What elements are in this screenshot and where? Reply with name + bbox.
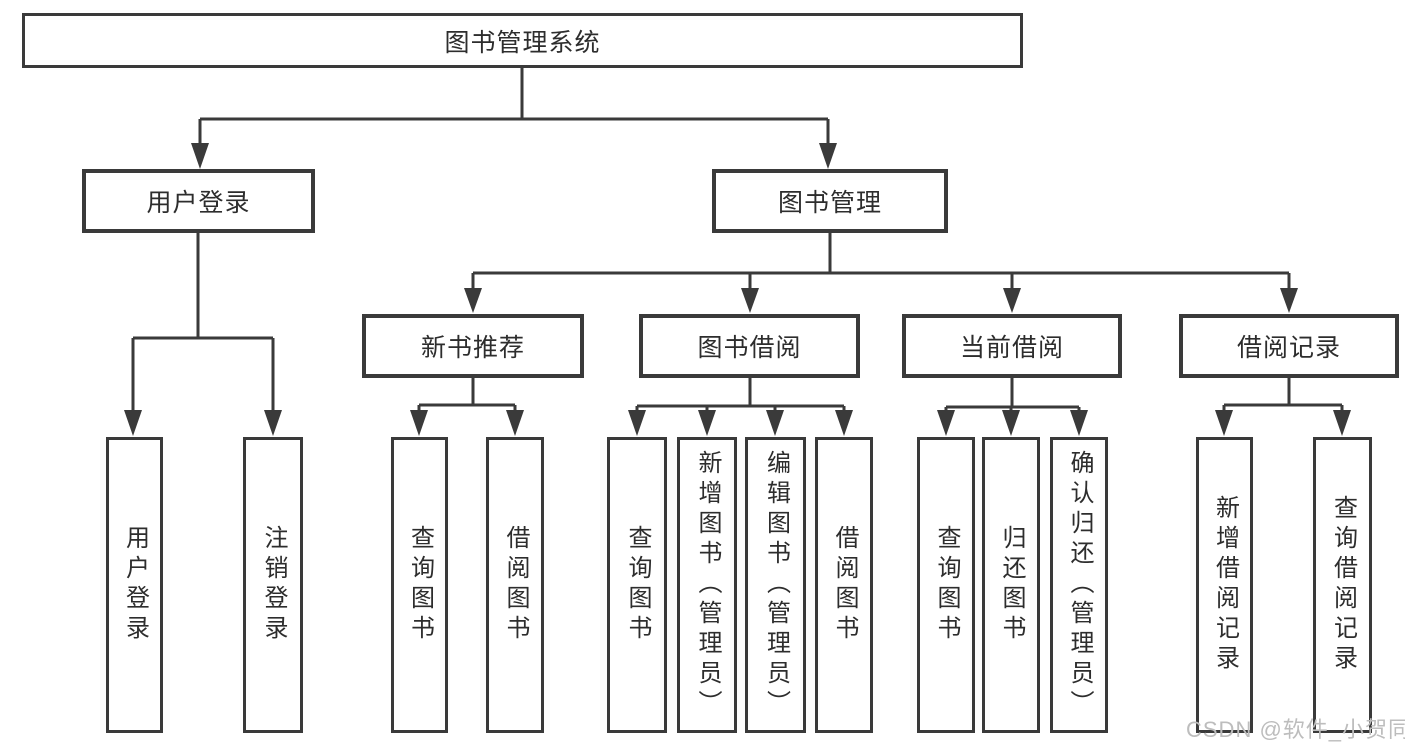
leaf-edit-books-admin: 编辑图书（管理员） — [745, 437, 806, 733]
leaf-borrow-books-borrowing: 借阅图书 — [815, 437, 873, 733]
leaf-add-books-admin: 新增图书（管理员） — [677, 437, 737, 733]
node-user-login: 用户登录 — [82, 169, 315, 233]
leaf-query-books-current: 查询图书 — [917, 437, 975, 733]
node-book-management: 图书管理 — [712, 169, 948, 233]
node-new-book-recommendation: 新书推荐 — [362, 314, 584, 378]
leaf-logout: 注销登录 — [243, 437, 303, 733]
csdn-watermark: CSDN @软件_小贺同学 — [1186, 717, 1405, 742]
leaf-confirm-return-admin: 确认归还（管理员） — [1050, 437, 1108, 733]
leaf-add-borrow-record: 新增借阅记录 — [1196, 437, 1253, 733]
node-book-borrowing: 图书借阅 — [639, 314, 860, 378]
leaf-query-books-recommend: 查询图书 — [391, 437, 448, 733]
leaf-query-borrow-record: 查询借阅记录 — [1313, 437, 1372, 733]
leaf-borrow-books-recommend: 借阅图书 — [486, 437, 544, 733]
leaf-return-books: 归还图书 — [982, 437, 1040, 733]
leaf-query-books-borrowing: 查询图书 — [607, 437, 667, 733]
node-borrowing-records: 借阅记录 — [1179, 314, 1399, 378]
node-library-management-system: 图书管理系统 — [22, 13, 1023, 68]
leaf-user-login: 用户登录 — [106, 437, 163, 733]
node-current-borrowing: 当前借阅 — [902, 314, 1122, 378]
